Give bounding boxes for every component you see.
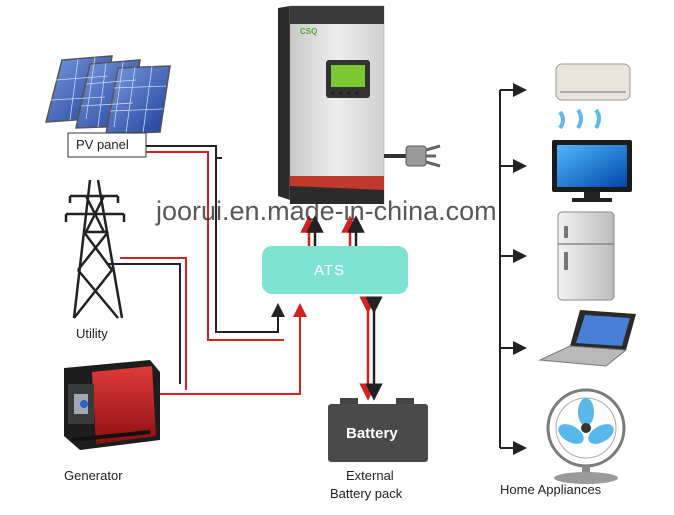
refrigerator-icon bbox=[557, 211, 615, 301]
battery-label: Battery bbox=[346, 425, 398, 442]
inverter-icon bbox=[278, 5, 385, 205]
ac-plug-icon bbox=[384, 144, 441, 168]
utility-tower-icon bbox=[64, 179, 126, 319]
external-label: External bbox=[346, 468, 394, 483]
watermark: joorui.en.made-in-china.com bbox=[156, 196, 497, 226]
laptop-icon bbox=[538, 310, 636, 367]
fan-icon bbox=[546, 388, 626, 484]
pv-panel-label: PV panel bbox=[76, 137, 129, 152]
pv-label-box bbox=[67, 132, 147, 158]
brand-label: CSQ bbox=[300, 27, 318, 36]
ats-to-inverter-arrows bbox=[300, 215, 365, 246]
air-conditioner-icon bbox=[555, 63, 631, 130]
television-icon bbox=[552, 140, 632, 202]
ats-label: ATS bbox=[314, 262, 346, 279]
generator-wires bbox=[160, 303, 307, 395]
pv-wires bbox=[146, 145, 285, 341]
generator-icon bbox=[64, 360, 160, 450]
pv-panel-icon bbox=[45, 55, 171, 135]
ats-box bbox=[262, 246, 408, 294]
battery-icon bbox=[328, 398, 428, 462]
battery-link-arrows bbox=[359, 296, 383, 401]
utility-wires bbox=[108, 257, 187, 390]
appliance-bus bbox=[499, 83, 527, 455]
home-appliances-label: Home Appliances bbox=[500, 482, 602, 497]
battery-pack-label: Battery pack bbox=[330, 486, 403, 501]
generator-label: Generator bbox=[64, 468, 123, 483]
utility-label: Utility bbox=[76, 326, 108, 341]
